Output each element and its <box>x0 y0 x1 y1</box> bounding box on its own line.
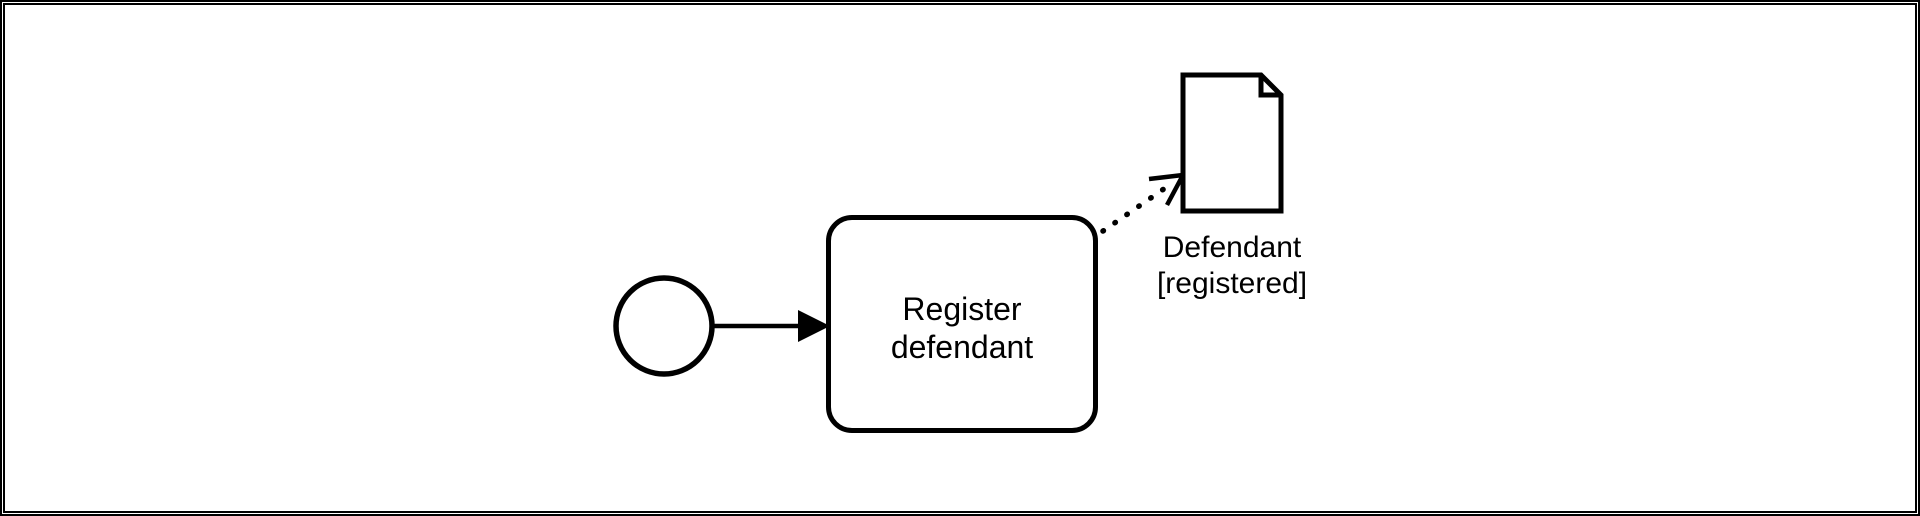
task-register-defendant: Register defendant <box>826 215 1098 433</box>
start-event-circle-icon <box>613 275 715 377</box>
data-object-document-icon <box>1180 72 1284 214</box>
data-association-arrow <box>1100 172 1188 234</box>
data-object-name: Defendant <box>1162 231 1302 264</box>
data-object-label: Defendant [registered] <box>1102 230 1362 302</box>
task-label: Register defendant <box>890 291 1034 365</box>
sequence-flow-arrow <box>713 310 830 342</box>
data-object-state: [registered] <box>1156 267 1308 300</box>
